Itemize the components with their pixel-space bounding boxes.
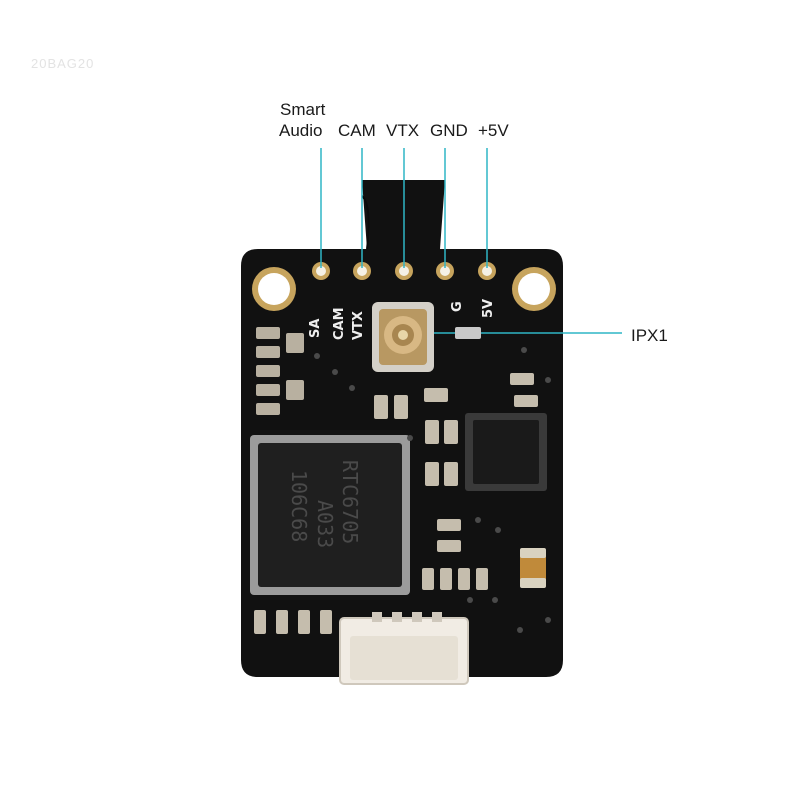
silk-g: G	[450, 301, 465, 312]
qfn-chip-right	[465, 413, 547, 491]
pin-pads	[312, 262, 496, 280]
chip-marking-line2: A033	[313, 500, 337, 548]
ipx1-connector	[372, 302, 434, 372]
silk-5v: 5V	[481, 299, 496, 318]
rtc6705-chip: RTC6705 A033 106C68	[250, 435, 410, 595]
label-plus5v: +5V	[478, 121, 509, 140]
jst-connector	[339, 612, 469, 685]
tantalum-capacitor	[520, 548, 546, 588]
mounting-hole-right	[512, 267, 556, 311]
leader-lines	[320, 148, 622, 334]
label-smart-audio-line1: Smart	[280, 100, 326, 119]
smd-left-column	[256, 327, 304, 415]
silk-vtx: VTX	[351, 311, 366, 340]
tab-notch-left	[361, 195, 370, 250]
mounting-hole-left	[252, 267, 296, 311]
label-cam: CAM	[338, 121, 376, 140]
label-gnd: GND	[430, 121, 468, 140]
vias	[314, 347, 551, 633]
chip-marking-line1: RTC6705	[338, 460, 362, 544]
label-ipx1: IPX1	[631, 326, 668, 345]
label-vtx: VTX	[386, 121, 420, 140]
smd-resistor	[455, 327, 481, 339]
silk-sa: SA	[308, 319, 323, 338]
label-smart-audio-line2: Audio	[279, 121, 323, 140]
smd-mid-small	[254, 373, 538, 634]
watermark-text: 20BAG20	[31, 56, 95, 71]
chip-marking-line3: 106C68	[287, 470, 311, 542]
silk-cam: CAM	[332, 307, 347, 340]
